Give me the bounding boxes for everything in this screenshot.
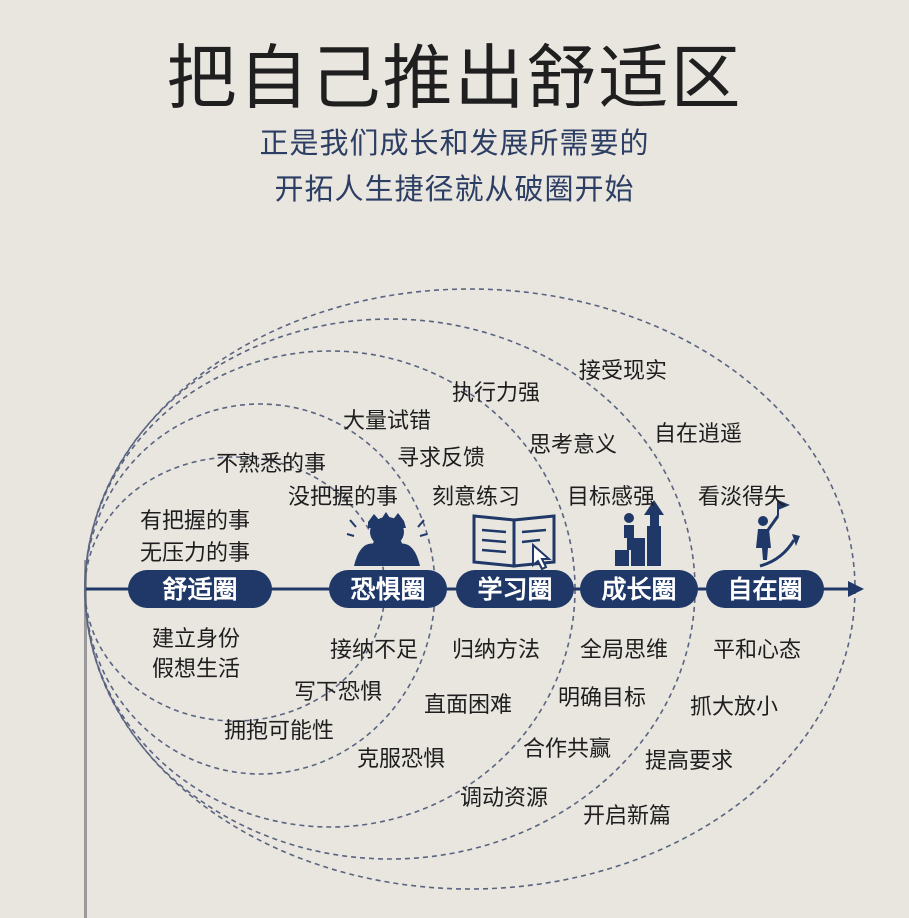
comfort-top-1: 有把握的事: [140, 509, 251, 534]
zone-pill-freedom: [706, 570, 824, 608]
freedom-bottom-2: 抓大放小: [690, 695, 779, 720]
growth-top-2: 思考意义: [529, 433, 618, 458]
growth-top-3: 目标感强: [567, 485, 656, 510]
zone-pill-comfort: [128, 570, 272, 608]
growth-bottom-4: 调动资源: [460, 786, 549, 811]
zone-label-learning: 学习圈: [477, 575, 552, 604]
fear-top-1: 不熟悉的事: [216, 452, 327, 477]
fear-top-2: 没把握的事: [288, 485, 399, 510]
fear-bottom-2: 写下恐惧: [294, 680, 383, 705]
fear-bottom-1: 接纳不足: [330, 638, 419, 663]
left-vertical-line: [84, 560, 87, 918]
growth-bottom-1: 全局思维: [580, 638, 669, 663]
comfort-top-2: 无压力的事: [140, 541, 251, 566]
zone-pill-learning: [456, 570, 574, 608]
growth-top-1: 执行力强: [452, 381, 541, 406]
freedom-bottom-1: 平和心态: [713, 638, 802, 663]
freedom-bottom-3: 提高要求: [645, 749, 734, 774]
comfort-bottom-1: 建立身份: [152, 627, 241, 652]
freedom-top-1: 接受现实: [579, 359, 668, 384]
climbing-steps-arrow-icon: [615, 500, 664, 566]
growth-bottom-3: 合作共赢: [523, 737, 612, 762]
zone-label-growth: 成长圈: [601, 575, 676, 604]
learning-bottom-1: 归纳方法: [452, 638, 541, 663]
page-title: 把自己推出舒适区: [166, 37, 743, 119]
zone-pill-growth: [580, 570, 698, 608]
zone-label-fear: 恐惧圈: [350, 575, 425, 604]
subtitle-line-2: 开拓人生捷径就从破圈开始: [274, 172, 635, 206]
freedom-top-2: 自在逍遥: [654, 422, 743, 447]
learning-top-2: 寻求反馈: [397, 446, 486, 471]
flag-person-icon: [756, 500, 800, 568]
zone-pill-fear: [329, 570, 447, 608]
freedom-bottom-4: 开启新篇: [583, 804, 672, 829]
subtitle-line-1: 正是我们成长和发展所需要的: [259, 126, 650, 160]
book-cursor-icon: [472, 514, 556, 571]
fear-bottom-3: 拥抱可能性: [224, 719, 335, 744]
learning-top-1: 大量试错: [343, 409, 432, 434]
axis-arrowhead: [848, 581, 864, 597]
freedom-top-3: 看淡得失: [698, 485, 787, 510]
growth-bottom-2: 明确目标: [558, 686, 647, 711]
zone-label-comfort: 舒适圈: [162, 575, 237, 604]
learning-bottom-3: 克服恐惧: [357, 747, 446, 772]
learning-bottom-2: 直面困难: [424, 693, 513, 718]
comfort-bottom-2: 假想生活: [152, 657, 241, 682]
zone-label-freedom: 自在圈: [727, 575, 802, 604]
learning-top-3: 刻意练习: [432, 485, 521, 510]
fearful-person-icon: [354, 512, 420, 566]
